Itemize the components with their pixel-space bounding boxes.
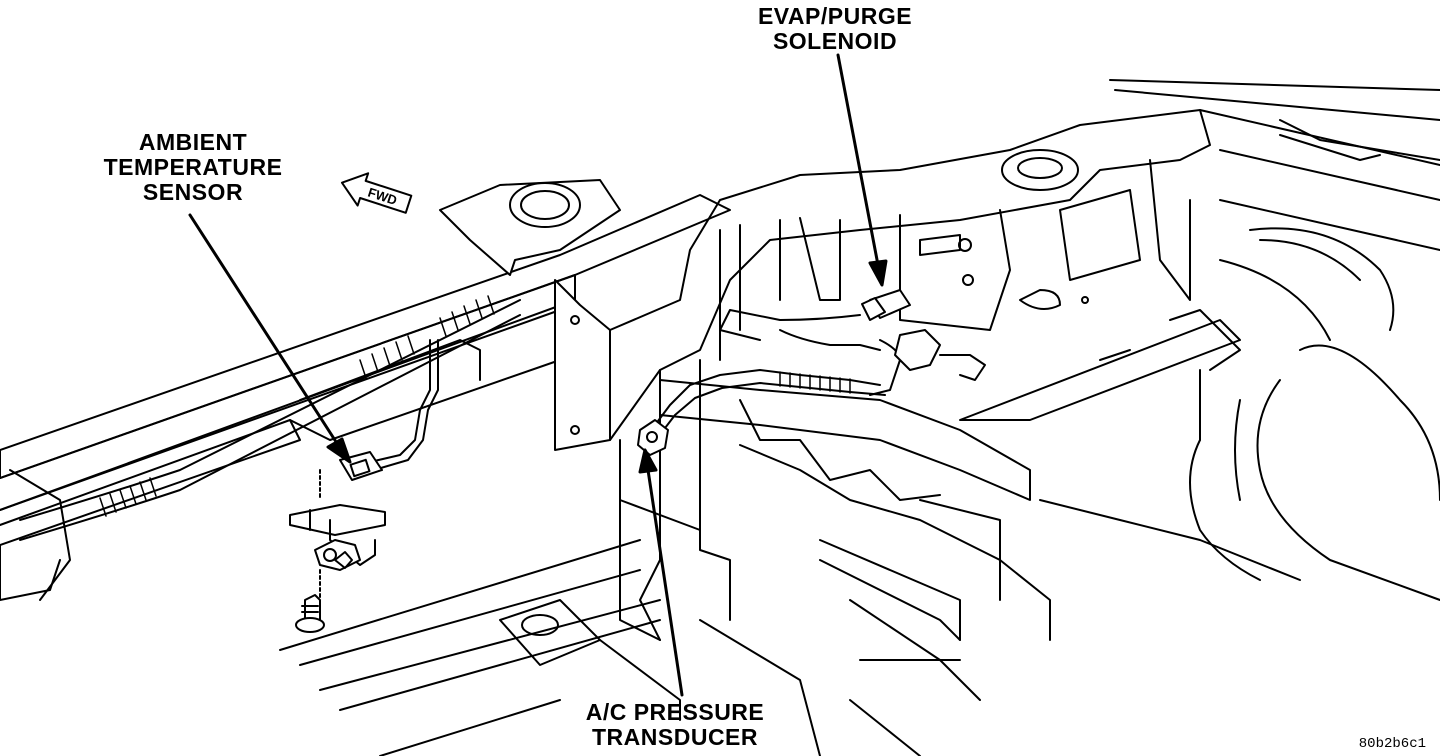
ambient-temperature-sensor-label: AMBIENT TEMPERATURE SENSOR [88,130,298,205]
sensor-bracket [289,469,386,633]
figure-code: 80b2b6c1 [1358,736,1426,752]
radiator-support [439,109,1211,641]
ac-label-line-2: TRANSDUCER [592,724,758,750]
ac-transducer [637,419,669,456]
evap-purge-solenoid-label: EVAP/PURGE SOLENOID [735,4,935,54]
leader-lines [188,53,888,697]
ac-arrowhead [638,448,658,474]
evap-arrowhead [868,259,888,287]
ambient-label-line-1: AMBIENT [138,129,248,155]
ac-label-line-1: A/C PRESSURE [585,699,765,725]
fwd-arrow-icon: FWD [340,172,413,214]
ac-leader [646,468,684,697]
ambient-label-line-2: TEMPERATURE [103,154,283,180]
evap-leader [836,53,880,267]
left-frame-rail [0,194,731,601]
ac-pressure-transducer-label: A/C PRESSURE TRANSDUCER [570,700,780,750]
front-crossmember [659,309,1241,641]
ambient-leader [188,213,342,450]
ambient-arrowhead [326,437,352,464]
evap-harness [654,289,986,433]
lower-splash-shield [279,539,981,756]
right-fender [999,79,1440,641]
evap-label-line-2: SOLENOID [772,28,898,54]
ambient-label-line-3: SENSOR [142,179,244,205]
evap-label-line-1: EVAP/PURGE [757,3,913,29]
